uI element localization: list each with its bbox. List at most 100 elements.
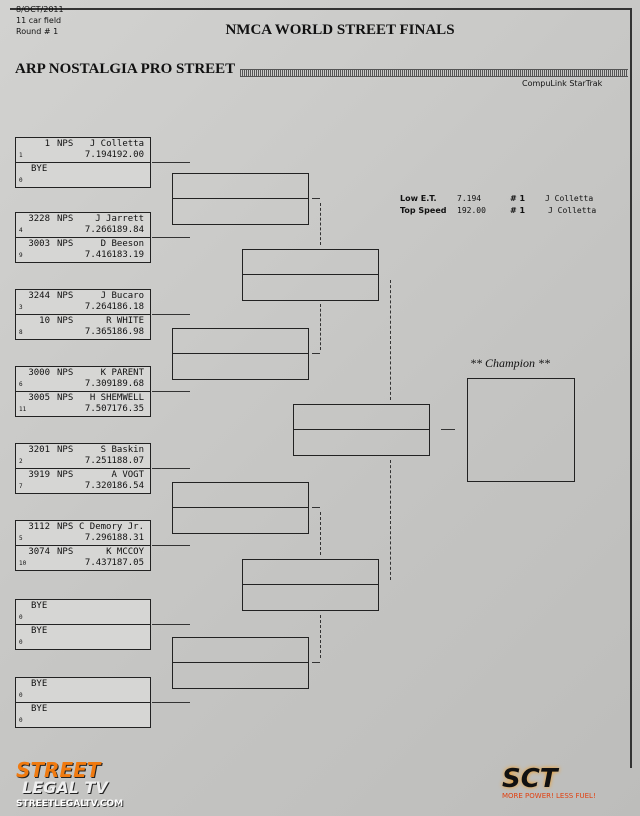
racer-car: 3074: [28, 547, 50, 557]
racer-car: 3000: [28, 368, 50, 378]
racer-name: S Baskin: [100, 445, 144, 455]
dashed-connector: [320, 203, 321, 245]
racer-cls: NPS: [57, 316, 74, 326]
dashed-connector: [320, 304, 321, 350]
racer-mph: 186.98: [111, 327, 144, 337]
connector: [152, 391, 190, 392]
racer-name: C Demory Jr.: [78, 522, 144, 532]
racer-seed: 9: [19, 252, 23, 259]
racer-cls: NPS: [57, 547, 74, 557]
bracket-slot: [172, 482, 309, 534]
racer-et: 7.194: [84, 150, 112, 160]
racer-mph: 188.07: [111, 456, 144, 466]
racer-mph: 189.68: [111, 379, 144, 389]
racer-bye: BYE: [31, 164, 48, 174]
racer-seed: 2: [19, 458, 23, 465]
bracket-slot: [172, 637, 309, 689]
racer-name: J Bucaro: [100, 291, 144, 301]
racer-row: BYE 0: [16, 702, 150, 727]
racer-mph: 186.54: [111, 481, 144, 491]
racer-car: 10: [39, 316, 50, 326]
racer-seed: 10: [19, 560, 27, 567]
bracket-slot: [242, 249, 379, 301]
round: Round # 1: [16, 27, 59, 36]
connector: [152, 468, 190, 469]
bracket-slot: [293, 404, 430, 456]
racer-bye: BYE: [31, 679, 48, 689]
racer-cls: NPS: [57, 239, 74, 249]
dashed-connector: [320, 512, 321, 555]
logo-text: STREET: [16, 758, 101, 782]
connector: [152, 545, 190, 546]
streetlegaltv-logo: STREET LEGAL TV STREETLEGALTV.COM: [16, 760, 123, 809]
class-title: ARP NOSTALGIA PRO STREET: [15, 61, 236, 77]
racer-car: 3919: [28, 470, 50, 480]
racer-seed: 1: [19, 152, 23, 159]
stat-name: J Colletta: [548, 206, 597, 215]
champion-box: [467, 378, 575, 482]
racer-mph: 192.00: [111, 150, 144, 160]
racer-car: 3003: [28, 239, 50, 249]
racer-seed: 5: [19, 535, 23, 542]
racer-car: 3005: [28, 393, 50, 403]
right-border: [630, 8, 632, 768]
software-label: CompuLink StarTrak: [522, 79, 603, 88]
racer-name: J Jarrett: [95, 214, 144, 224]
dashed-connector: [320, 615, 321, 658]
bracket-slot: [172, 328, 309, 380]
racer-bye: BYE: [31, 626, 48, 636]
racer-name: D Beeson: [100, 239, 144, 249]
racer-et: 7.266: [84, 225, 112, 235]
event-title: NMCA WORLD STREET FINALS: [225, 22, 455, 38]
racer-cls: NPS: [57, 522, 74, 532]
racer-car: 3201: [28, 445, 50, 455]
logo-url: STREETLEGALTV.COM: [16, 799, 124, 809]
racer-name: R WHITE: [106, 316, 144, 326]
racer-bye: BYE: [31, 601, 48, 611]
field-size: 11 car field: [16, 16, 62, 25]
connector: [152, 237, 190, 238]
title-rule: [240, 69, 628, 77]
racer-seed: 4: [19, 227, 23, 234]
racer-name: K PARENT: [100, 368, 144, 378]
racer-car: 3112: [28, 522, 50, 532]
racer-mph: 189.84: [111, 225, 144, 235]
racer-seed: 0: [19, 177, 23, 184]
date: 8/OCT/2011: [16, 5, 64, 14]
logo-tagline: MORE POWER! LESS FUEL!: [502, 792, 596, 800]
racer-seed: 3: [19, 304, 23, 311]
racer-bye: BYE: [31, 704, 48, 714]
racer-seed: 8: [19, 329, 23, 336]
stat-label: Low E.T.: [400, 194, 437, 203]
stat-label: Top Speed: [400, 206, 447, 215]
racer-et: 7.251: [84, 456, 112, 466]
stat-name: J Colletta: [545, 194, 594, 203]
racer-mph: 183.19: [111, 250, 144, 260]
stat-rank: # 1: [510, 194, 526, 203]
racer-et: 7.437: [84, 558, 112, 568]
racer-cls: NPS: [57, 139, 74, 149]
connector: [441, 429, 455, 430]
connector: [152, 314, 190, 315]
racer-car: 3228: [28, 214, 50, 224]
racer-et: 7.416: [84, 250, 112, 260]
connector: [152, 702, 190, 703]
racer-seed: 11: [19, 406, 27, 413]
racer-et: 7.296: [84, 533, 112, 543]
logo-text: SCT: [502, 764, 558, 794]
racer-seed: 0: [19, 717, 23, 724]
racer-et: 7.309: [84, 379, 112, 389]
